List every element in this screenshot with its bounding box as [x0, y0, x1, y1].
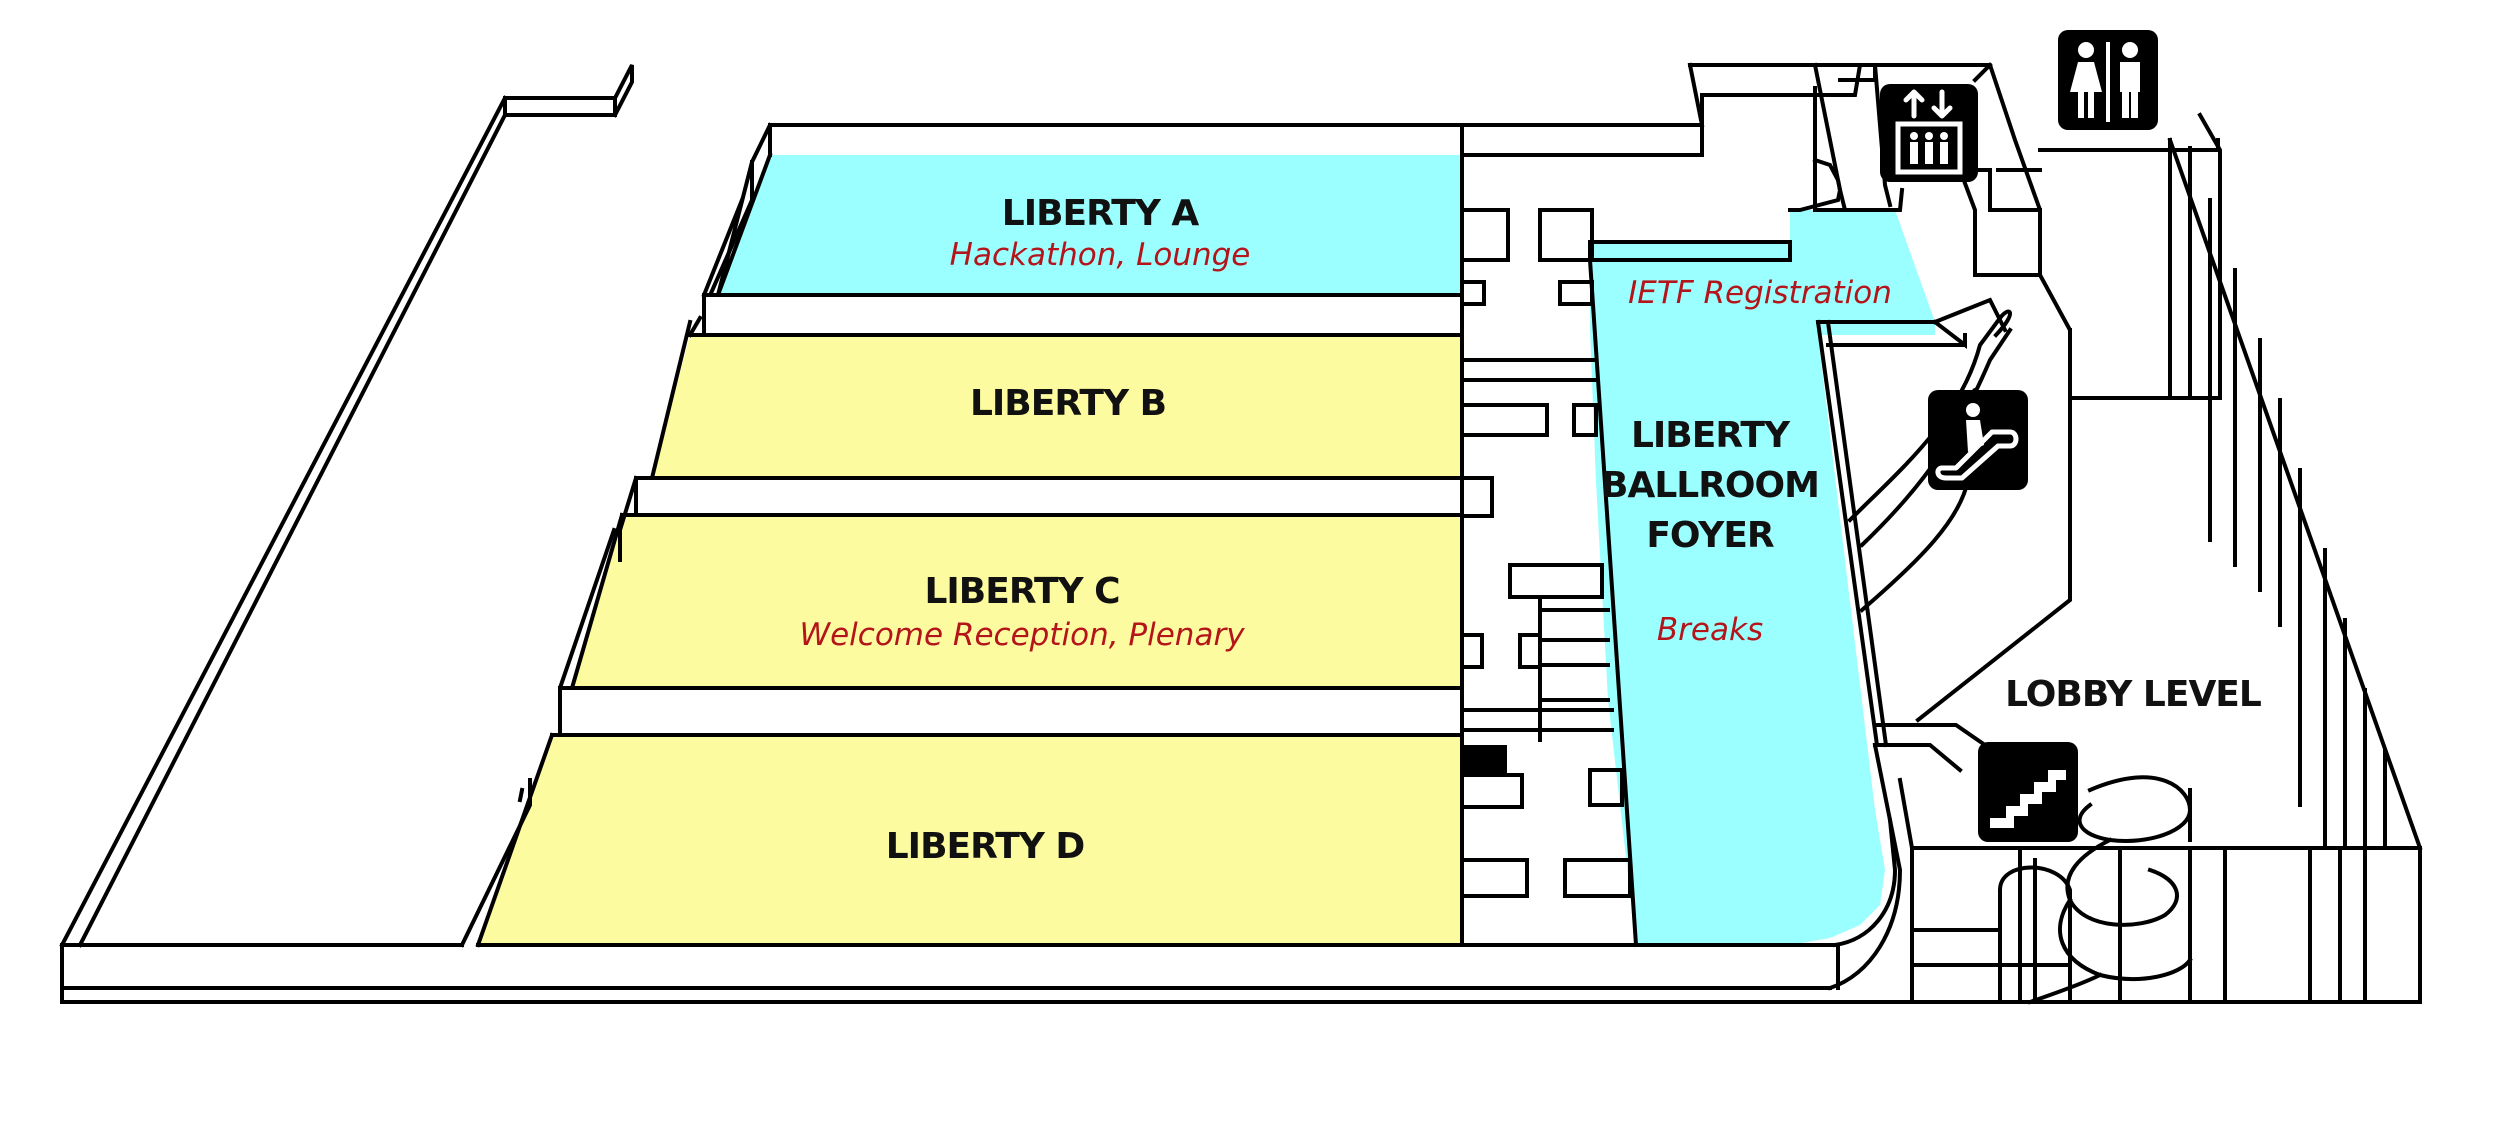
foyer-name-line-3: FOYER	[1646, 515, 1774, 556]
foyer-outline	[1588, 62, 2423, 1005]
restroom-icon	[2058, 30, 2158, 130]
liberty-d-name: LIBERTY D	[886, 826, 1085, 867]
liberty-a-area[interactable]	[718, 155, 1460, 295]
liberty-c-note: Welcome Reception, Plenary	[799, 617, 1245, 653]
stairs-icon	[1978, 742, 2078, 842]
registration-label: IETF Registration	[1628, 275, 1892, 311]
escalator-icon	[1928, 390, 2028, 490]
liberty-b-name: LIBERTY B	[970, 383, 1166, 424]
room-labels: LIBERTY A Hackathon, Lounge LIBERTY B LI…	[799, 193, 2261, 867]
liberty-a-name: LIBERTY A	[1002, 193, 1200, 234]
foyer-note: Breaks	[1657, 612, 1763, 648]
liberty-c-name: LIBERTY C	[924, 571, 1119, 612]
lobby-level-label: LOBBY LEVEL	[2005, 674, 2261, 715]
liberty-c-area[interactable]	[572, 515, 1460, 688]
liberty-d-area[interactable]	[478, 735, 1460, 945]
liberty-b-area[interactable]	[652, 335, 1460, 478]
liberty-a-note: Hackathon, Lounge	[950, 237, 1251, 273]
foyer-name-line-1: LIBERTY	[1631, 415, 1791, 456]
room-fills	[478, 155, 1935, 945]
elevator-icon	[1880, 84, 1978, 182]
foyer-area[interactable]	[1590, 210, 1935, 945]
foyer-name-line-2: BALLROOM	[1601, 465, 1819, 506]
